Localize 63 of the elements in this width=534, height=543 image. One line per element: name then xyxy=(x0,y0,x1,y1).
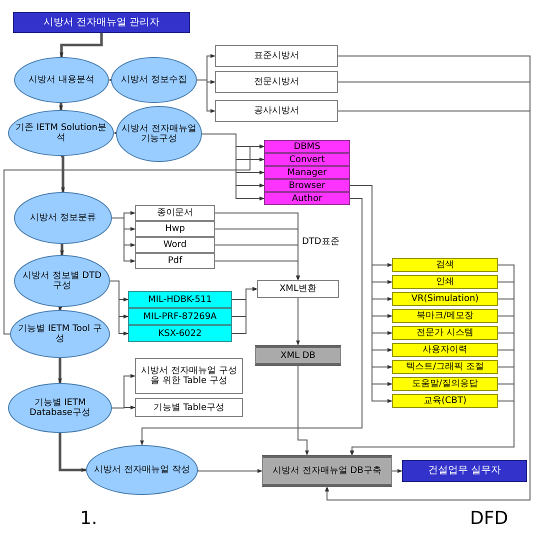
arrow xyxy=(61,154,65,192)
database-box: XML DB xyxy=(255,345,341,366)
arrow xyxy=(58,433,86,472)
module-box: Manager xyxy=(264,166,350,179)
arrow xyxy=(112,218,136,263)
arrow xyxy=(350,400,514,456)
document-box: 표준시방서 xyxy=(215,45,338,67)
module-box: Browser xyxy=(264,179,350,192)
edge-note: DTD표준 xyxy=(302,236,340,248)
arrow xyxy=(58,358,62,384)
function-box: 북마크/메모장 xyxy=(392,309,498,323)
module-box: DBMS xyxy=(264,140,350,153)
arrow xyxy=(214,260,300,280)
database-box: 시방서 전자매뉴얼 DB구축 xyxy=(262,455,392,487)
function-box: 전문가 시스템 xyxy=(392,326,498,340)
function-box: VR(Simulation) xyxy=(392,292,498,306)
table-box: 기능별 Table구성 xyxy=(135,398,243,417)
function-box: 텍스트/그래픽 조절 xyxy=(392,360,498,374)
arrow xyxy=(110,280,128,336)
process-ellipse: 기존 IETM Solution분석 xyxy=(8,110,114,156)
arrow xyxy=(60,242,64,256)
arrow xyxy=(112,406,136,410)
figure-number: 1. xyxy=(80,508,98,529)
arrow xyxy=(59,102,63,110)
arrow xyxy=(392,469,402,473)
arrow xyxy=(232,287,258,334)
arrow xyxy=(202,134,264,200)
arrow xyxy=(140,198,362,446)
function-box: 인쇄 xyxy=(392,275,498,289)
document-box: 공사시방서 xyxy=(215,100,338,122)
process-ellipse: 시방서 정보분류 xyxy=(14,192,112,244)
process-box: XML변환 xyxy=(257,280,339,298)
arrow xyxy=(60,33,103,58)
module-box: Convert xyxy=(264,153,350,166)
module-box: Author xyxy=(264,192,350,205)
table-box: 시방서 전자매뉴얼 구성을 위한 Table 구성 xyxy=(135,358,243,394)
process-ellipse: 시방서 내용분석 xyxy=(14,57,109,103)
format-box: Word xyxy=(135,237,215,253)
process-ellipse: 시방서 전자매뉴얼 작성 xyxy=(86,445,198,495)
user-box: 건설업무 실무자 xyxy=(402,460,527,482)
figure-title: DFD xyxy=(470,508,508,529)
function-box: 검색 xyxy=(392,258,498,272)
standard-box: MIL-HDBK-511 xyxy=(128,291,232,308)
format-box: Pdf xyxy=(135,253,215,269)
arrow xyxy=(108,78,114,82)
function-box: 사용자이력 xyxy=(392,343,498,357)
format-box: 종이문서 xyxy=(135,205,215,221)
process-ellipse: 시방서 정보수집 xyxy=(111,57,197,103)
document-box: 전문시방서 xyxy=(215,71,338,93)
process-ellipse: 기능별 IETM Tool 구성 xyxy=(10,310,110,358)
arrow xyxy=(198,469,262,473)
arrow xyxy=(4,144,264,334)
format-box: Hwp xyxy=(135,221,215,237)
arrow xyxy=(296,298,300,346)
function-box: 교육(CBT) xyxy=(392,394,498,408)
process-ellipse: 시방서 정보별 DTD구성 xyxy=(14,255,110,307)
standard-box: MIL-PRF-87269A xyxy=(128,308,232,325)
standard-box: KSX-6022 xyxy=(128,325,232,342)
process-ellipse: 시방서 전자매뉴얼 기능구성 xyxy=(116,106,202,162)
title-box: 시방서 전자매뉴얼 관리자 xyxy=(13,12,190,33)
process-ellipse: 기능별 IETM Database구성 xyxy=(8,383,112,433)
arrow xyxy=(298,366,309,456)
function-box: 도움말/질의응답 xyxy=(392,377,498,391)
